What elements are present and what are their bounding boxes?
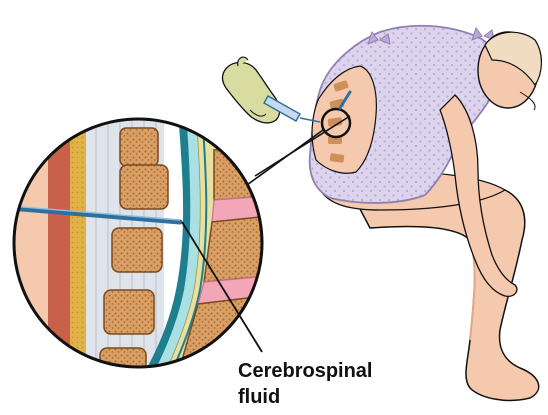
vertebra bbox=[120, 165, 168, 209]
intervertebral-disc bbox=[212, 196, 270, 222]
csf-label-line-2: fluid bbox=[238, 384, 372, 410]
csf-callout-label: Cerebrospinal fluid bbox=[238, 358, 372, 410]
vertebra bbox=[120, 128, 158, 166]
csf-label-line-1: Cerebrospinal bbox=[238, 358, 372, 384]
skin-layer bbox=[10, 110, 50, 380]
vertebra bbox=[104, 290, 154, 334]
gloved-hand bbox=[222, 63, 279, 123]
gloved-hand-with-syringe bbox=[222, 57, 320, 123]
patient-head bbox=[478, 32, 541, 110]
fat-layer bbox=[70, 110, 86, 380]
patient-figure bbox=[310, 26, 542, 401]
intervertebral-disc bbox=[216, 124, 272, 146]
vertebra bbox=[112, 228, 162, 272]
magnified-spine-cross-section bbox=[10, 110, 272, 380]
vertebral-body bbox=[214, 140, 270, 200]
